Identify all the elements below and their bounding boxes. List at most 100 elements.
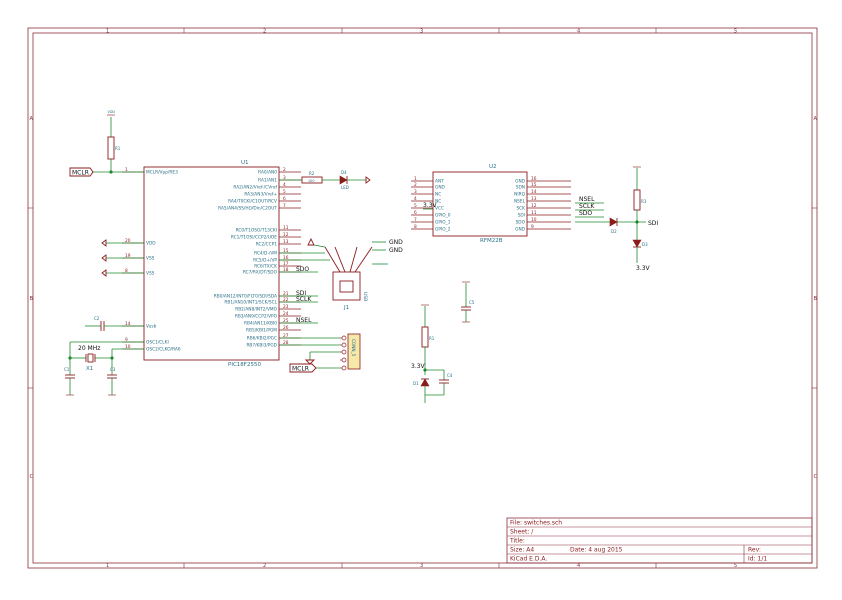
p1-pin [341, 335, 347, 341]
led-d4[interactable]: D4 LED [339, 170, 371, 190]
resistor-r1[interactable]: VDD R1 [107, 110, 121, 172]
diode-d3[interactable]: D3 3.3V [632, 239, 651, 272]
column-label-5: 5 [734, 29, 737, 35]
tb-tool: KiCad E.D.A. [510, 556, 547, 563]
u1-right-pin-number: 22 [283, 297, 289, 303]
capacitor-c5[interactable]: C5 [461, 281, 475, 323]
u1-right-pin-name: RA5/AN4/SS/HLVDin/C2OUT [218, 206, 277, 212]
u1-right-pin-name: RA1/AN1 [258, 178, 277, 184]
regulator-3v3-label: 3.3V [411, 363, 426, 370]
rfm-sclk-label: SCLK [579, 203, 595, 210]
u1-left-pins: MCLR/Vpp/RE31VDD20VSS19VSS8Vusb14OSC1/CL… [122, 167, 181, 353]
u1-right-pin-number: 25 [283, 318, 289, 324]
u2-right-pin-number: 9 [531, 224, 534, 230]
u2-right-pin-name: SDO [516, 220, 526, 226]
u1-right-pin-number: 18 [283, 267, 289, 273]
u2-right-pin-name: NIRQ [514, 192, 525, 198]
u1-left-pin-name: VDD [146, 241, 156, 247]
u1-right-pin-number: 16 [283, 255, 289, 261]
u1-right-pin-number: 26 [283, 325, 289, 331]
u2-left-pin-number: 3 [414, 189, 417, 195]
u1-left-pin-name: OSC1/CLKI [146, 340, 169, 346]
c4-reference: C4 [447, 373, 453, 378]
u2-left-pin-number: 2 [414, 182, 417, 188]
u1-right-pin-number: 2 [283, 167, 286, 173]
column-label-2: 2 [263, 29, 266, 35]
u2-left-pin-name: GPIO_0 [435, 213, 451, 219]
p1-pin [341, 342, 347, 348]
u1-right-pin-number: 6 [283, 196, 286, 202]
u2-right-pin-number: 11 [531, 210, 537, 216]
gnd-label-2: GND [389, 247, 403, 254]
c1-reference: C1 [64, 367, 70, 372]
u1-right-pin-number: 12 [283, 232, 289, 238]
u1-right-pin-name: RC2/CCP1 [256, 242, 278, 248]
j1-reference: J1 [343, 305, 349, 311]
u2-value: RFM22B [480, 238, 503, 244]
row-label-b-right: B [814, 296, 818, 302]
u2-right-pin-number: 16 [531, 176, 537, 182]
u1-left-pin-name: Vusb [146, 324, 157, 330]
u1-reference: U1 [241, 160, 249, 166]
d3-reference: D3 [642, 242, 648, 247]
u2-right-pin-name: SCK [516, 206, 525, 212]
tb-size: Size: A4 [510, 547, 534, 554]
d1-reference: D1 [413, 381, 419, 386]
led-label: LED [341, 185, 349, 190]
title-block: File: switches.sch Sheet: / Title: Size:… [506, 517, 813, 564]
nsel-net-label: NSEL [296, 317, 312, 324]
u1-left-pin-name: VSS [146, 256, 155, 262]
u1-right-pin-name: RB3/AN9/CCP2/VPO [235, 314, 278, 320]
u1-right-pin-name: RC1/T1OSI/CCP2/UOE [231, 235, 277, 241]
capacitor-c3[interactable]: C3 [107, 367, 117, 396]
c5-reference: C5 [469, 300, 475, 305]
capacitor-c1[interactable]: C1 [64, 367, 75, 396]
crystal-x1[interactable]: 20 MHz X1 [68, 341, 144, 375]
pic-net-labels: SDO SDI SCLK NSEL [279, 266, 318, 324]
tb-title: Title: [509, 538, 525, 545]
pic18f2550-chip[interactable]: U1 PIC18F2550 MCLR/Vpp/RE31VDD20VSS19VSS… [122, 160, 301, 368]
u1-right-pin-number: 21 [283, 291, 289, 297]
vdd-power-net [101, 239, 144, 277]
u2-left-pin-name: NC [435, 199, 441, 205]
tb-sheet: Sheet: / [510, 529, 534, 536]
u1-right-pin-name: RC4/D-/VM [254, 251, 277, 257]
usb-label: USB [362, 292, 368, 301]
u1-right-pin-name: RC7/RX/DT/SDO [243, 270, 278, 276]
regulator-section[interactable]: R1 D1 3.3V C4 [411, 304, 453, 403]
column-label-3: 3 [420, 29, 423, 35]
column-label-2-bottom: 2 [263, 563, 266, 569]
capacitor-c2[interactable]: C2 [85, 316, 144, 331]
u2-left-pin-number: 6 [414, 210, 417, 216]
u1-left-pin-number: 9 [125, 337, 128, 343]
r3-reference: R3 [641, 199, 647, 204]
u2-right-pin-name: NSEL [514, 199, 526, 205]
u1-right-pin-number: 4 [283, 182, 286, 188]
programming-header-p1[interactable]: CONN_5 MCLR [279, 333, 361, 373]
d4-reference: D4 [341, 170, 347, 175]
u1-left-pin-name: MCLR/Vpp/RE3 [146, 170, 178, 176]
u2-left-pin-name: NC [435, 192, 441, 198]
usb-connector-j1[interactable]: J1 USB GND GND [279, 237, 403, 311]
row-label-c: C [30, 474, 34, 480]
u2-right-pin-number: 10 [531, 217, 537, 223]
u1-right-pin-name: RB0/AN12/INT0/FLT0/SDI/SDA [214, 294, 277, 300]
u1-right-pin-number: 27 [283, 333, 289, 339]
crystal-frequency: 20 MHz [78, 345, 100, 352]
u1-left-pin-number: 14 [125, 321, 131, 327]
r1-reference: R1 [115, 146, 121, 151]
resistor-r3[interactable]: R3 [633, 166, 647, 240]
u1-right-pin-number: 23 [283, 304, 289, 310]
u1-left-pin-number: 20 [125, 238, 131, 244]
u2-right-pin-number: 13 [531, 196, 537, 202]
u2-left-pin-name: GPIO_2 [435, 227, 451, 233]
u1-right-pin-name: RA0/AN0 [258, 170, 277, 176]
resistor-r2[interactable]: R2 100 [279, 171, 340, 184]
regulator-r-reference: R1 [429, 336, 435, 341]
u1-right-pin-number: 17 [283, 261, 289, 267]
rfm22b-module[interactable]: U2 RFM22B ANT1GND2NC3NC4VCC5GPIO_06GPIO_… [411, 164, 571, 244]
u1-right-pin-number: 28 [283, 340, 289, 346]
